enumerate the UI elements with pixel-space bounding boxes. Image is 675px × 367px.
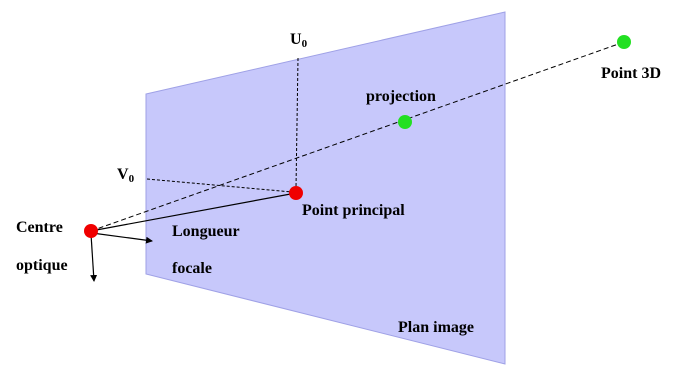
u0-subscript: 0 (301, 38, 308, 50)
u0-letter: U (290, 31, 302, 48)
v0-letter: V (117, 166, 129, 183)
projection-label: projection (366, 88, 436, 105)
u0-guide-line (295, 57, 299, 189)
camera-axis-arrow-y (90, 233, 98, 282)
projection-ray (90, 41, 625, 232)
camera-axis-arrow-x (91, 232, 153, 244)
point-3d-marker (617, 35, 631, 49)
v0-label: V0 (117, 167, 134, 185)
image-plane (145, 11, 506, 365)
projection-marker (398, 115, 412, 129)
plan-image-label: Plan image (398, 319, 474, 336)
optical-centre-marker (84, 224, 98, 238)
principal-point-marker (289, 186, 303, 200)
centre-optique-label-line1: Centre (16, 219, 63, 236)
v0-subscript: 0 (128, 173, 135, 185)
point-3d-label: Point 3D (601, 65, 661, 82)
longueur-focale-label-line1: Longueur (172, 223, 240, 240)
u0-label: U0 (290, 32, 307, 50)
v0-guide-line (146, 178, 293, 193)
point-principal-label: Point principal (302, 202, 405, 219)
focal-length-line (90, 192, 297, 232)
centre-optique-label-line2: optique (16, 257, 68, 274)
longueur-focale-label-line2: focale (172, 260, 212, 277)
